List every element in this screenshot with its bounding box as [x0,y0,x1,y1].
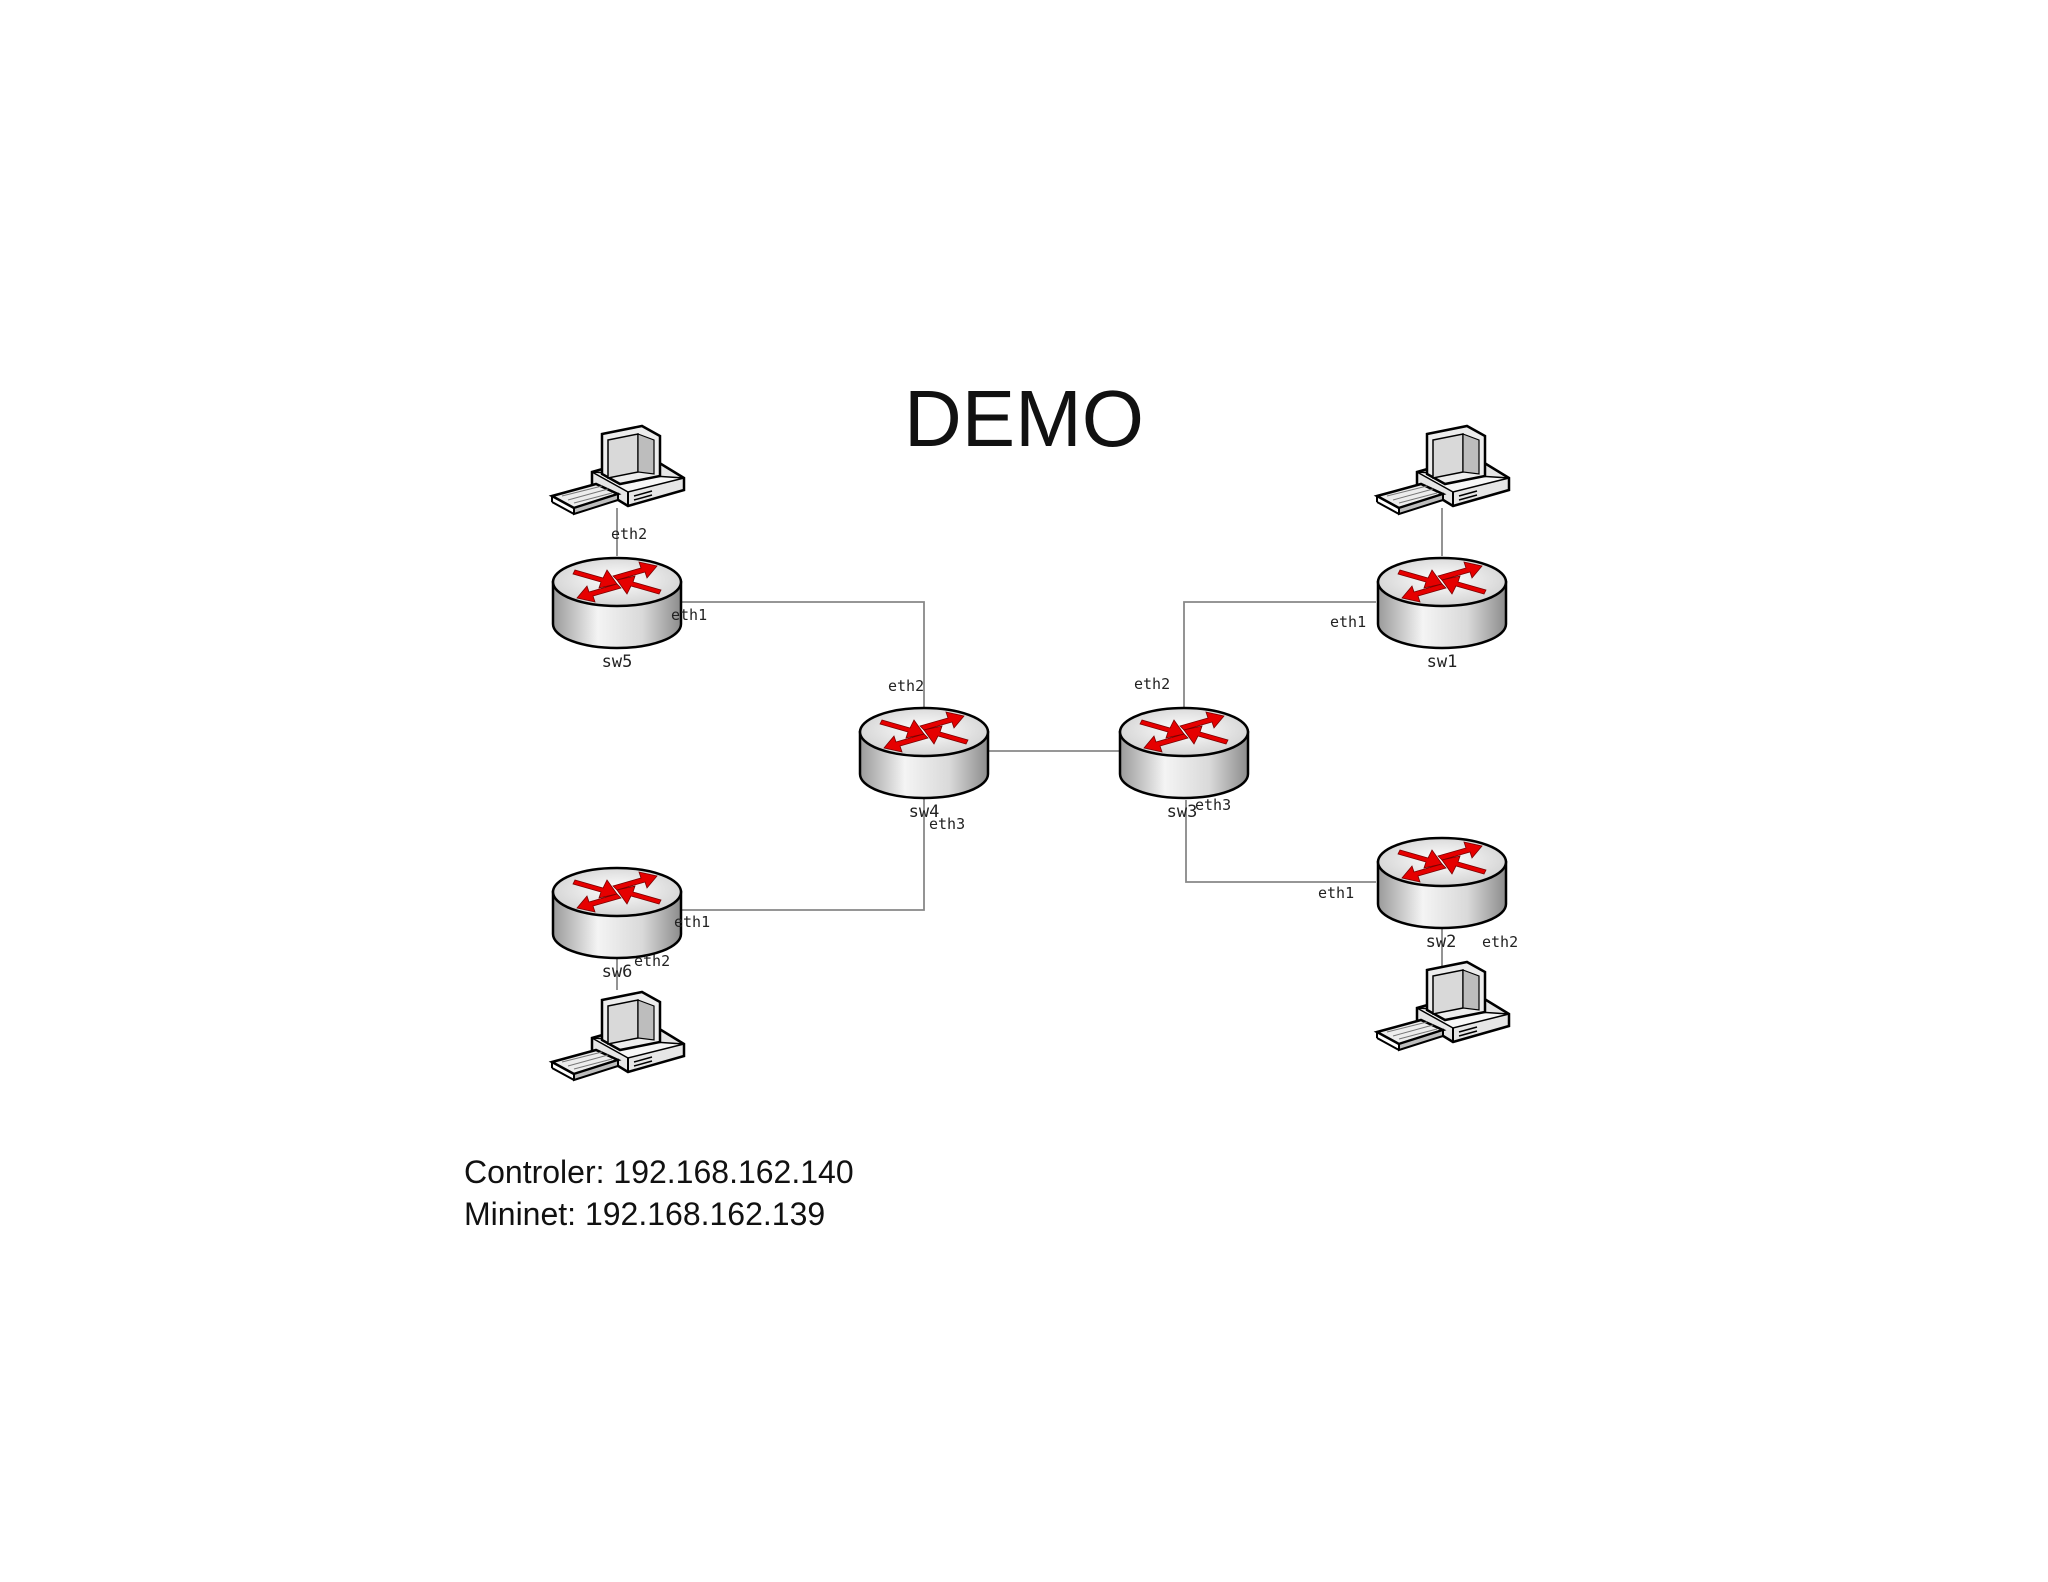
port-label: eth3 [929,815,965,833]
switch-label-sw5: sw5 [602,652,633,672]
port-label: eth2 [1134,675,1170,693]
link-sw3-sw2 [1185,800,1376,883]
controller-info: Controler: 192.168.162.140 [464,1154,854,1190]
port-label: eth1 [671,606,707,624]
port-label: eth1 [1330,613,1366,631]
port-label: eth3 [1195,796,1231,814]
switch-label-sw2: sw2 [1426,932,1457,952]
port-label: eth2 [1482,933,1518,951]
switch-label-sw3: sw3 [1167,802,1198,822]
host-computer-icon [550,424,686,516]
switch-label-sw4: sw4 [909,802,940,822]
switch-sw6-icon [551,866,683,960]
host-computer-icon [550,990,686,1082]
port-label: eth2 [888,677,924,695]
switch-sw2-icon [1376,836,1508,930]
port-label: eth1 [1318,884,1354,902]
links [616,508,1443,990]
mininet-info: Mininet: 192.168.162.139 [464,1196,826,1232]
switch-sw5-icon [551,556,683,650]
link-sw5-sw4 [680,601,925,707]
switch-label-sw1: sw1 [1427,652,1458,672]
port-label: eth1 [674,913,710,931]
port-label: eth2 [634,952,670,970]
link-sw3-sw1 [1183,601,1376,708]
host-computer-icon [1375,960,1511,1052]
host-computer-icon [1375,424,1511,516]
port-label: eth2 [611,525,647,543]
link-sw4-sw6 [680,798,925,911]
switch-label-sw6: sw6 [602,962,633,982]
switch-sw4-icon [858,706,990,800]
switch-sw3-icon [1118,706,1250,800]
diagram-title: DEMO [904,374,1144,463]
switch-sw1-icon [1376,556,1508,650]
